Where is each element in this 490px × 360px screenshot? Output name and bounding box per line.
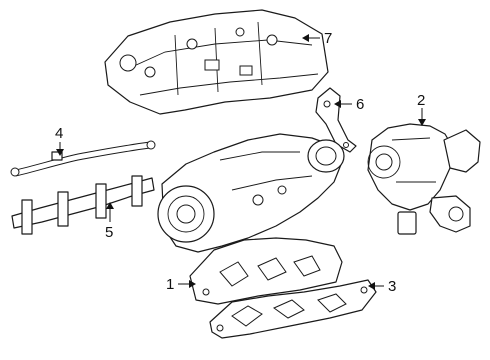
- bracket-part: [315, 87, 357, 153]
- leader-lines: [56, 34, 426, 290]
- callout-4: 4: [55, 125, 63, 142]
- manifold-gasket-part: [209, 279, 377, 339]
- callout-3: 3: [388, 278, 396, 295]
- sensor-line-part: [10, 140, 156, 177]
- callout-7: 7: [324, 30, 332, 47]
- exhaust-manifold-part: [189, 237, 343, 305]
- callout-1: 1: [166, 276, 174, 293]
- turbocharger-center-part: [157, 133, 345, 253]
- callout-6: 6: [356, 96, 364, 113]
- callout-5: 5: [105, 224, 113, 241]
- turbocharger-right-part: [367, 123, 481, 235]
- callout-2: 2: [417, 92, 425, 109]
- heat-shield-part: [104, 9, 329, 115]
- fuel-rail-part: [11, 175, 155, 235]
